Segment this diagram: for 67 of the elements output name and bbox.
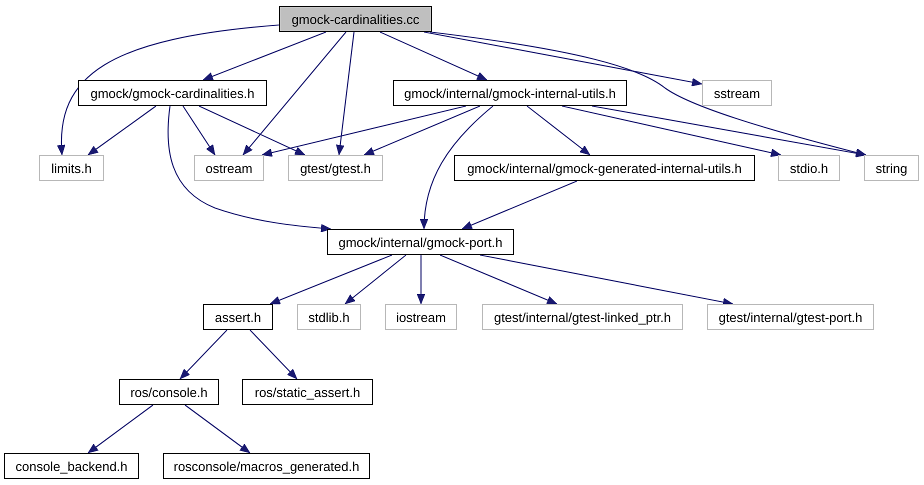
arrow bbox=[430, 31, 866, 157]
arrow bbox=[180, 330, 228, 380]
file-node bbox=[385, 304, 457, 330]
file-node bbox=[778, 155, 840, 181]
arrow bbox=[270, 254, 392, 305]
arrow bbox=[344, 254, 406, 304]
file-name: ros/static_assert.h bbox=[254, 386, 360, 398]
file-name: gmock-cardinalities.cc bbox=[292, 12, 420, 26]
file-name: gtest/gtest.h bbox=[300, 162, 371, 174]
file-name: gtest/internal/gtest-linked_ptr.h bbox=[494, 310, 672, 324]
arrow bbox=[88, 404, 154, 454]
file-name: gmock/internal/gmock-generated-internal-utils.h bbox=[467, 162, 742, 174]
arrow bbox=[198, 106, 306, 156]
file-name: assert.h bbox=[214, 310, 262, 324]
file-node bbox=[864, 155, 919, 181]
file-node bbox=[327, 229, 514, 255]
arrow bbox=[184, 404, 250, 454]
file-node bbox=[393, 80, 627, 106]
arrow bbox=[420, 106, 494, 230]
arrow bbox=[168, 106, 332, 232]
file-name: ostream bbox=[206, 162, 252, 174]
arrow bbox=[480, 254, 734, 306]
file-node bbox=[482, 304, 683, 330]
arrow bbox=[526, 106, 590, 156]
file-node bbox=[454, 155, 755, 181]
file-name: gmock/internal/gmock-port.h bbox=[338, 236, 502, 248]
arrow bbox=[202, 31, 326, 81]
file-name: ros/console.h bbox=[130, 386, 208, 398]
file-name: gmock/internal/gmock-internal-utils.h bbox=[404, 86, 616, 100]
file-node bbox=[78, 80, 267, 106]
file-node bbox=[702, 80, 772, 106]
file-node bbox=[194, 155, 264, 181]
file-node bbox=[707, 304, 874, 330]
file-name: console_backend.h bbox=[15, 460, 128, 472]
file-node bbox=[288, 155, 383, 181]
arrow bbox=[58, 24, 280, 156]
arrow bbox=[250, 330, 298, 380]
arrow bbox=[416, 255, 426, 304]
file-node bbox=[203, 304, 273, 330]
file-name: gmock/gmock-cardinalities.h bbox=[90, 86, 254, 100]
arrow bbox=[336, 32, 355, 156]
arrow bbox=[364, 106, 480, 156]
file-name: stdio.h bbox=[790, 162, 828, 174]
arrow bbox=[242, 32, 346, 156]
arrow bbox=[182, 106, 216, 156]
file-node bbox=[163, 453, 370, 479]
file-node bbox=[119, 379, 219, 405]
arrow bbox=[88, 106, 156, 156]
file-name: stdlib.h bbox=[308, 310, 350, 324]
file-name: gtest/internal/gtest-port.h bbox=[718, 310, 862, 324]
file-node bbox=[279, 6, 432, 32]
file-name: limits.h bbox=[51, 162, 92, 174]
file-name: rosconsole/macros_generated.h bbox=[174, 460, 360, 472]
arrow bbox=[592, 105, 866, 158]
file-node bbox=[4, 453, 139, 479]
arrow bbox=[424, 31, 702, 86]
arrow bbox=[262, 105, 466, 157]
file-name: sstream bbox=[714, 86, 760, 100]
arrow bbox=[562, 105, 782, 157]
file-name: iostream bbox=[396, 310, 446, 324]
file-node bbox=[297, 304, 361, 330]
arrow bbox=[462, 180, 578, 230]
arrow bbox=[380, 32, 488, 80]
arrow bbox=[440, 254, 558, 304]
file-name: string bbox=[876, 162, 908, 174]
file-node bbox=[39, 155, 104, 181]
file-node bbox=[242, 379, 373, 405]
